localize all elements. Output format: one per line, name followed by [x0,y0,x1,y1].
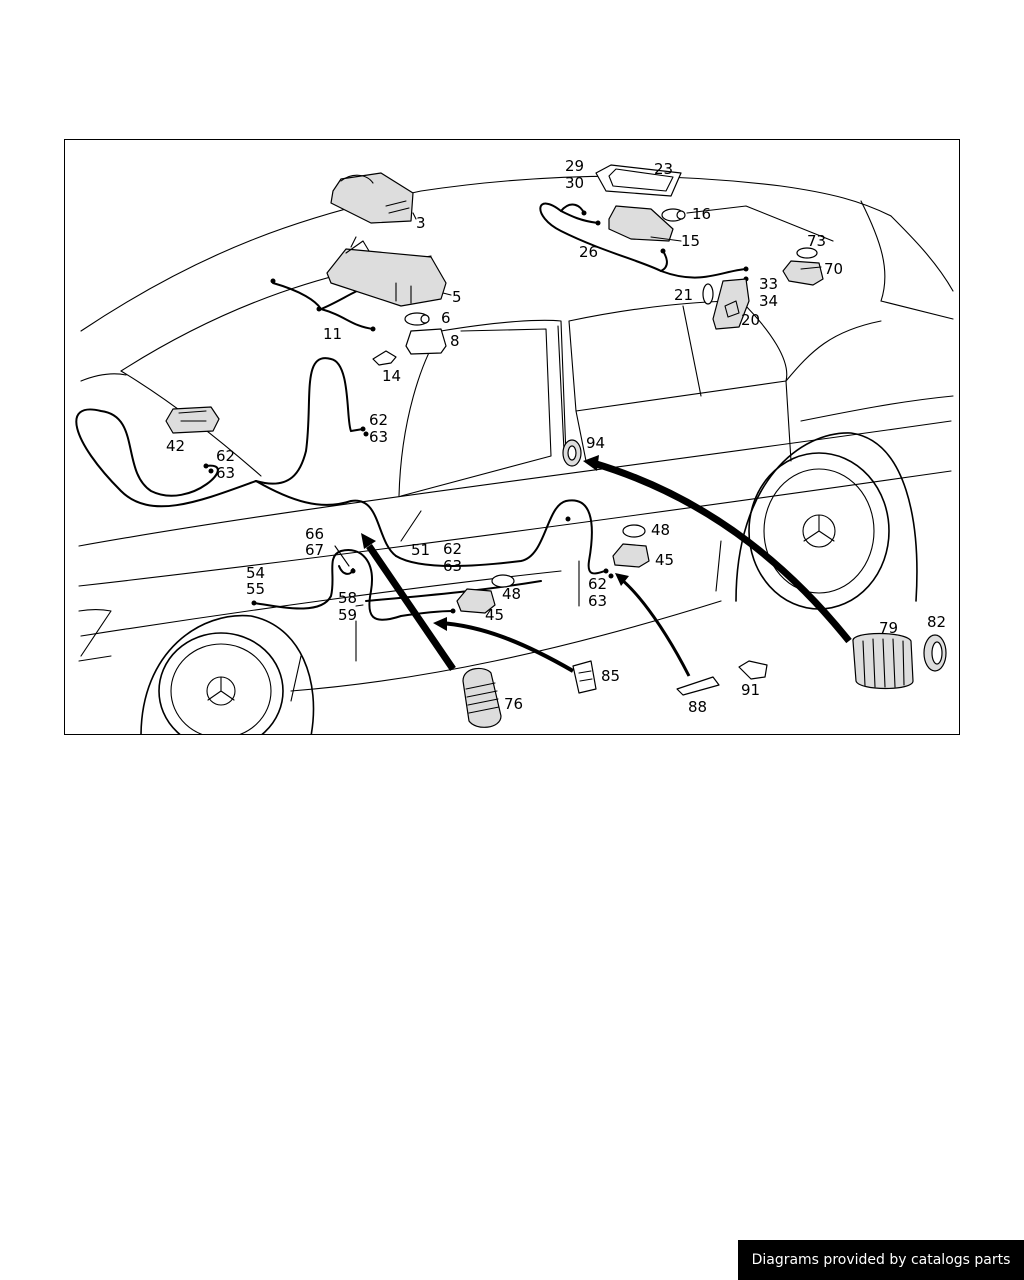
callout-label: 21 [674,286,693,304]
callout-label: 85 [601,667,620,685]
callout-label: 62 [369,411,388,429]
callout-label: 62 [216,447,235,465]
callout-label: 20 [741,311,760,329]
callout-label: 26 [579,243,598,261]
callout-labels: 3 23 29 30 16 73 70 5 6 8 11 14 26 15 21… [166,157,946,716]
callout-label: 48 [502,585,521,603]
callout-label: 91 [741,681,760,699]
part-grommet-94 [562,439,582,467]
rear-wheel [735,432,918,610]
part-lamp-15 [608,205,674,242]
callout-label: 5 [452,288,462,306]
callout-label: 88 [688,698,707,716]
part-clip-91 [738,660,768,680]
callout-label: 55 [246,580,265,598]
front-wheel [140,614,315,734]
part-bulb-6 [404,312,430,326]
callout-label: 6 [441,309,451,327]
leader-lines [334,205,834,607]
callout-label: 51 [411,541,430,559]
callout-label: 8 [450,332,460,350]
part-lamp-8 [405,328,447,355]
assembly-arrows [361,455,852,677]
part-lamp-70 [782,260,824,286]
part-bolt-88 [676,676,720,696]
part-bulb-16 [661,208,686,222]
callout-label: 79 [879,619,898,637]
part-frame-23 [595,164,682,197]
callout-label: 73 [807,232,826,250]
callout-label: 34 [759,292,778,310]
part-courtesy-lamp-45-front [456,588,496,614]
callout-label: 63 [588,592,607,610]
callout-label: 23 [654,160,673,178]
part-clip-14 [372,350,397,366]
callout-label: 67 [305,541,324,559]
callout-label: 62 [588,575,607,593]
callout-label: 30 [565,174,584,192]
parts-diagram: 3 23 29 30 16 73 70 5 6 8 11 14 26 15 21… [64,139,960,735]
callout-label: 48 [651,521,670,539]
callout-label: 14 [382,367,401,385]
callout-label: 58 [338,589,357,607]
part-courtesy-lamp-45-rear [612,543,650,568]
callout-label: 54 [246,564,265,582]
part-grommet-82 [923,634,947,672]
part-reading-lamp-42 [165,406,220,434]
callout-label: 3 [416,214,426,232]
callout-label: 16 [692,205,711,223]
callout-label: 94 [586,434,605,452]
callout-label: 45 [485,606,504,624]
part-bellows-79 [852,632,914,690]
car-interior-lighting-illustration: 3 23 29 30 16 73 70 5 6 8 11 14 26 15 21… [75,157,954,734]
callout-label: 63 [216,464,235,482]
callout-label: 66 [305,525,324,543]
callout-label: 11 [323,325,342,343]
callout-label: 59 [338,606,357,624]
part-connector-85 [572,660,597,694]
part-bulb-21 [702,283,714,305]
part-bulb-48-front [491,574,515,588]
callout-label: 33 [759,275,778,293]
callout-label: 29 [565,157,584,175]
callout-label: 70 [824,260,843,278]
part-roof-console-3 [330,172,414,224]
callout-label: 76 [504,695,523,713]
part-bulb-73 [796,247,818,259]
credit-banner: Diagrams provided by catalogs parts [738,1240,1024,1280]
callout-label: 63 [443,557,462,575]
part-bulb-48-rear [622,524,646,538]
callout-label: 62 [443,540,462,558]
callout-label: 42 [166,437,185,455]
part-switch-20 [712,278,750,330]
wiring-harness [75,202,747,621]
callout-label: 63 [369,428,388,446]
callout-label: 45 [655,551,674,569]
callout-label: 82 [927,613,946,631]
part-bellows-76 [462,667,502,728]
part-roof-module-5 [326,236,447,307]
callout-label: 15 [681,232,700,250]
